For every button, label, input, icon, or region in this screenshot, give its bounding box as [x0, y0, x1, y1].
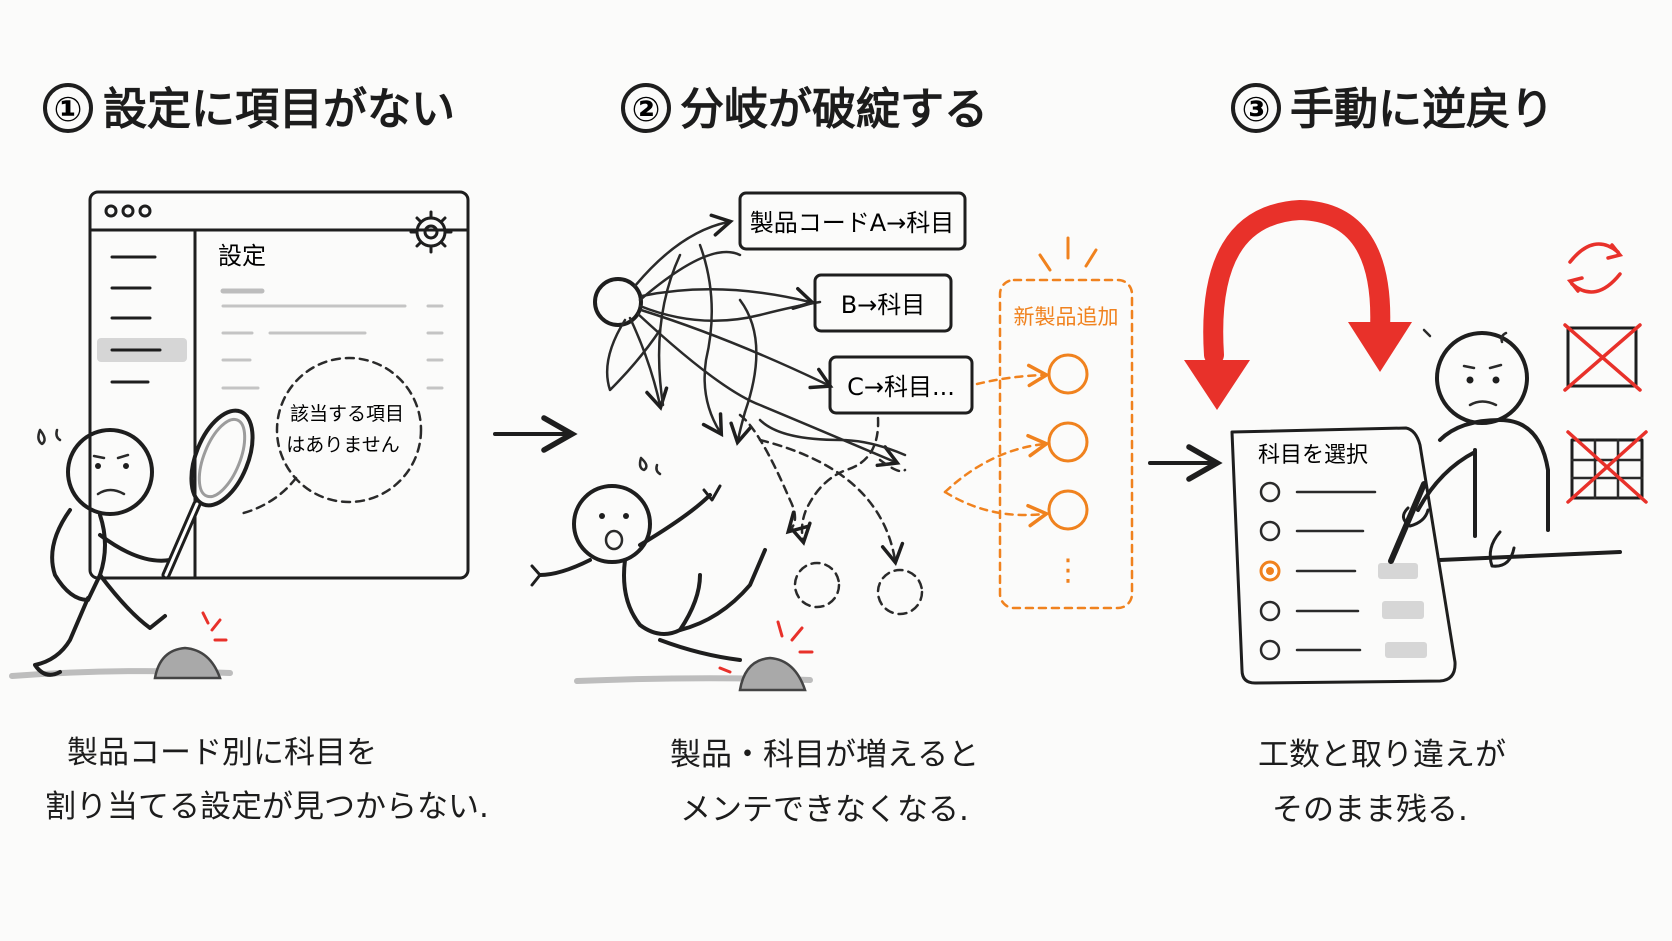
panel1-number: ① — [54, 90, 83, 130]
mapping-box-c: C→科目... — [828, 355, 974, 415]
settings-window: 設定 — [88, 190, 470, 580]
tripping-person — [530, 456, 767, 662]
u-turn-arrow-icon — [1184, 199, 1412, 410]
crossed-box-icon — [1563, 323, 1642, 392]
panel2-caption-line1: 製品・科目が増えると — [670, 737, 979, 773]
panel2-heading: ② 分岐が破綻する — [621, 83, 988, 135]
settings-label: 設定 — [218, 242, 266, 270]
mapping-box-b-label: B→科目 — [841, 291, 926, 319]
panel3-caption-line1: 工数と取り違えが — [1258, 737, 1506, 773]
new-products-ellipsis: ⋮ — [1053, 553, 1083, 588]
mapping-box-c-label: C→科目... — [847, 373, 955, 401]
panel1-caption-line1: 製品コード別に科目を — [67, 735, 377, 771]
panel3-caption-line2: そのまま残る. — [1272, 792, 1468, 828]
branch-lines — [605, 213, 907, 566]
panel2-number: ② — [632, 90, 661, 130]
magnifier-icon — [161, 408, 255, 580]
branch-source-node — [593, 277, 643, 327]
panel3-heading: ③ 手動に逆戻り — [1231, 83, 1554, 135]
mapping-box-a-label: 製品コードA→科目 — [750, 209, 955, 237]
refresh-icon — [1566, 242, 1624, 294]
panel1-title: 設定に項目がない — [103, 84, 455, 135]
panel2-caption-line2: メンテできなくなる. — [680, 792, 969, 828]
mapping-box-b: B→科目 — [813, 273, 953, 333]
new-products-label: 新製品追加 — [1014, 305, 1119, 329]
panel3-title: 手動に逆戻り — [1290, 84, 1554, 135]
rock-icon — [153, 611, 228, 680]
panel1-heading: ① 設定に項目がない — [43, 83, 455, 135]
bubble-line2: はありません — [286, 434, 399, 456]
broken-dashed-nodes — [793, 561, 924, 616]
empty-result-bubble: 該当する項目 はありません — [238, 356, 423, 516]
searching-person — [33, 428, 172, 677]
panel1-caption-line2: 割り当てる設定が見つからない. — [45, 789, 489, 825]
mapping-box-a: 製品コードA→科目 — [738, 191, 967, 251]
gear-icon — [409, 210, 453, 254]
form-title: 科目を選択 — [1258, 443, 1368, 468]
rock-icon-2 — [718, 620, 814, 692]
worried-person — [1388, 328, 1622, 568]
panel3-number: ③ — [1242, 90, 1271, 130]
new-products-group: 新製品追加 ⋮ — [943, 236, 1134, 610]
bubble-line1: 該当する項目 — [290, 403, 404, 425]
panel2-title: 分岐が破綻する — [680, 84, 988, 135]
account-select-form: 科目を選択 — [1230, 426, 1457, 685]
crossed-grid-icon — [1566, 430, 1648, 504]
